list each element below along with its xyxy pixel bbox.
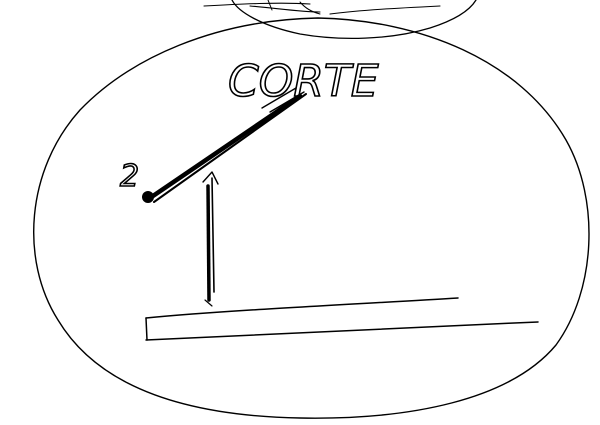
bar-end-dot [142,191,154,203]
base-slab [146,298,538,340]
corte-handwritten-label: CORTE [228,56,379,107]
corte-label-text: CORTE [228,56,379,107]
vertical-post [203,172,218,306]
marker-number-label: 2 [120,159,139,194]
